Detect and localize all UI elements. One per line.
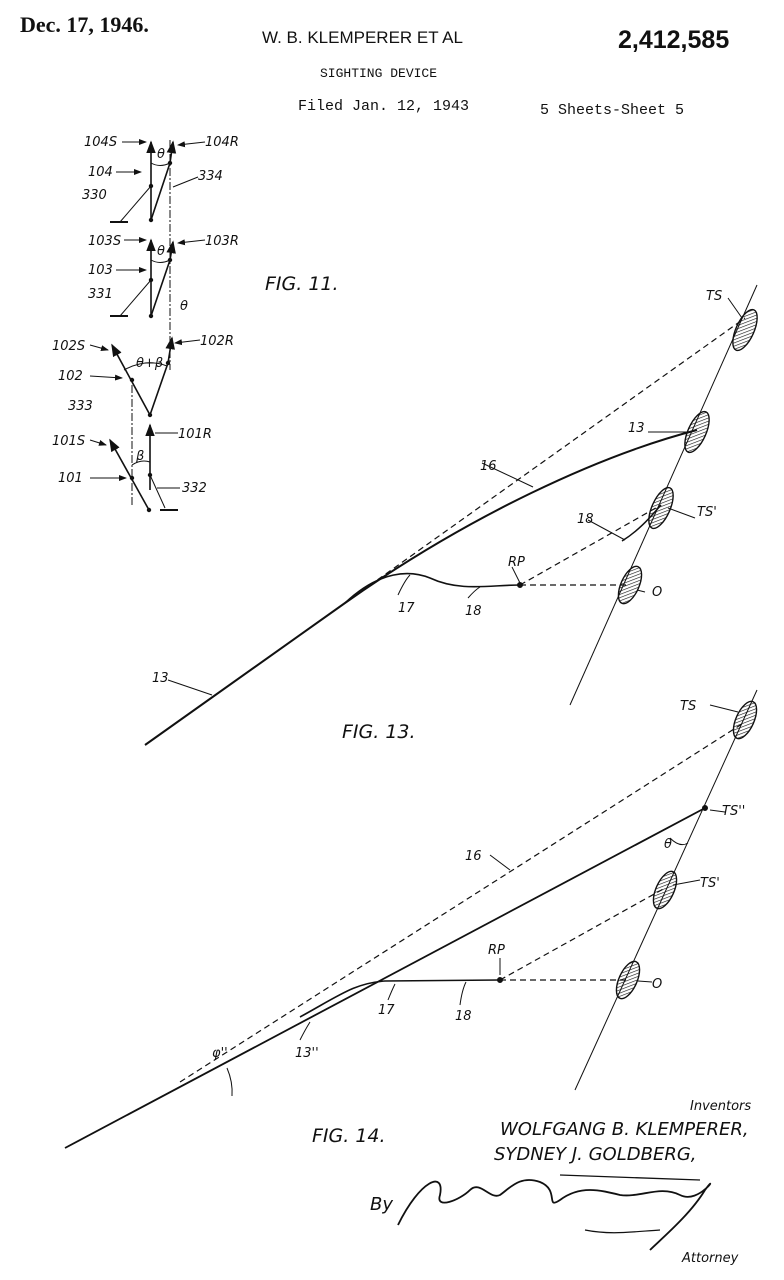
label-332: 332 [182,481,207,496]
label-101r: 101R [178,427,212,442]
attorney-signature [397,1174,711,1251]
label-ts: TS [680,699,696,714]
figure-14 [64,689,758,1149]
label-16: 16 [480,459,497,474]
patent-title: SIGHTING DEVICE [320,66,438,81]
label-104: 104 [88,165,113,180]
attorney-label: Attorney [681,1251,739,1266]
inventors-label: Inventors [690,1099,751,1114]
label-18: 18 [455,1009,472,1024]
inventor-name-2: SYDNEY J. GOLDBERG, [494,1144,697,1165]
inventor-header: W. B. KLEMPERER ET AL [262,28,463,47]
label-101: 101 [58,471,83,486]
label-103r: 103R [205,234,239,249]
label-331: 331 [88,287,113,302]
label-334: 334 [198,169,223,184]
fig11-caption: FIG. 11. [265,273,339,295]
label-103s: 103S [88,234,121,249]
fig13-labels: TS 13 16 18 TS' RP 17 18 O 13 FIG. 13. [152,289,722,743]
angle-beta: β [135,449,144,464]
label-102s: 102S [52,339,85,354]
figure-11 [89,139,206,513]
label-13: 13 [628,421,645,436]
label-ts-prime: TS' [697,505,717,520]
label-13: 13 [152,671,169,686]
label-104s: 104S [84,135,117,150]
fig14-labels: TS TS'' θ 16 TS' RP O 17 18 φ'' 13'' FIG… [212,699,745,1147]
fig11-labels: 104S 104R 104 334 330 103S 103R 103 331 … [52,135,339,496]
label-333: 333 [68,399,93,414]
label-104r: 104R [205,135,239,150]
filing-date: Filed Jan. 12, 1943 [298,98,470,115]
label-ts-double-prime: TS'' [722,804,745,819]
label-102: 102 [58,369,83,384]
angle-theta-plus-beta: θ+β [136,356,163,371]
label-rp: RP [488,943,505,958]
angle-theta-rotation: θ [180,299,188,314]
angle-theta: θ [664,837,672,852]
label-18: 18 [465,604,482,619]
label-o: O [652,585,662,600]
label-101s: 101S [52,434,85,449]
patent-date: Dec. 17, 1946. [20,12,149,37]
label-ts-prime: TS' [700,876,720,891]
angle-theta: θ [157,147,165,162]
label-103: 103 [88,263,113,278]
label-ts: TS [706,289,722,304]
fig14-caption: FIG. 14. [312,1125,386,1147]
label-17: 17 [398,601,415,616]
label-102r: 102R [200,334,234,349]
label-16: 16 [465,849,482,864]
target-ts [732,308,758,352]
label-13-double-prime: 13'' [295,1046,319,1061]
label-17: 17 [378,1003,395,1018]
label-o: O [652,977,662,992]
sheet-info: 5 Sheets-Sheet 5 [540,102,685,119]
patent-number: 2,412,585 [618,26,730,54]
label-18: 18 [577,512,594,527]
inventor-name-1: WOLFGANG B. KLEMPERER, [500,1119,749,1140]
by-label: By [370,1194,393,1215]
angle-phi-double-prime: φ'' [212,1046,228,1061]
label-330: 330 [82,188,107,203]
angle-theta: θ [157,244,165,259]
label-rp: RP [508,555,525,570]
figure-13 [144,284,758,746]
inventor-block: Inventors WOLFGANG B. KLEMPERER, SYDNEY … [370,1099,751,1266]
fig13-caption: FIG. 13. [342,721,416,743]
